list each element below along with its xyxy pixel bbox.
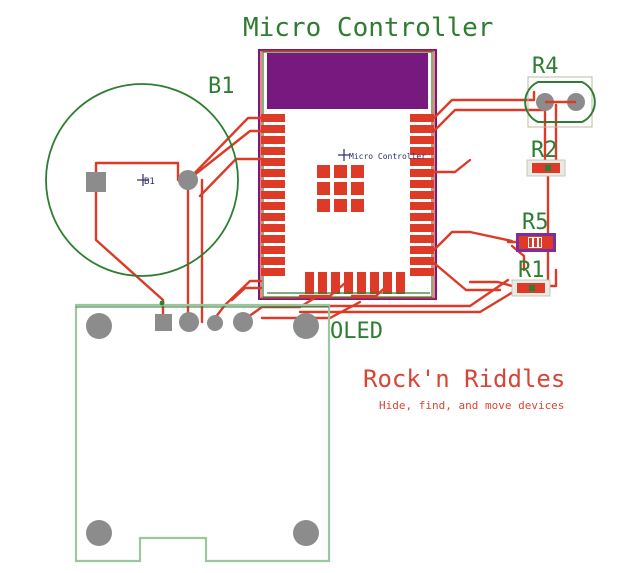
b1-inner-label: B1 xyxy=(144,177,155,187)
mcu-origin-crosshair xyxy=(338,149,350,161)
battery-holder-b1[interactable]: B1 B1 xyxy=(45,74,239,277)
r4-designator-label: R4 xyxy=(532,54,559,79)
oled-mount-hole-tr xyxy=(293,313,319,339)
mcu-right-pad-column xyxy=(410,114,434,276)
mcu-bottom-pad-row xyxy=(305,272,405,294)
b1-designator-label: B1 xyxy=(208,74,235,99)
b1-pad-square xyxy=(86,172,106,192)
mcu-left-pad-column xyxy=(261,114,285,276)
b1-silk-circle xyxy=(45,83,239,277)
component-r5[interactable]: R5 xyxy=(516,210,556,252)
oled-module[interactable]: OLED xyxy=(74,300,383,563)
oled-designator-label: OLED xyxy=(330,319,383,344)
mcu-module[interactable]: Micro Controller xyxy=(258,49,437,300)
r4-courtyard xyxy=(527,76,593,128)
mcu-center-pad-grid xyxy=(317,165,364,212)
oled-mount-hole-br xyxy=(293,520,319,546)
oled-mount-hole-bl xyxy=(86,520,112,546)
brand-title: Rock'n Riddles xyxy=(363,365,565,393)
mcu-courtyard-outline xyxy=(258,49,437,300)
r1-marking xyxy=(529,285,535,291)
oled-pin-1-square xyxy=(155,314,172,331)
component-r1[interactable]: R1 xyxy=(511,258,551,297)
oled-mount-hole-tl xyxy=(86,313,112,339)
oled-pin-4 xyxy=(233,312,253,332)
r2-designator-label: R2 xyxy=(531,138,558,163)
oled-pin-3 xyxy=(207,315,223,331)
board-title: Micro Controller xyxy=(243,13,493,43)
oled-outline xyxy=(74,303,331,563)
mcu-rf-shield xyxy=(267,53,428,109)
mcu-inner-label: Micro Controller xyxy=(349,152,426,161)
brand-subtitle: Hide, find, and move devices xyxy=(379,399,564,412)
b1-origin-crosshair xyxy=(137,174,149,186)
component-r4[interactable]: R4 xyxy=(524,54,596,128)
component-r2[interactable]: R2 xyxy=(526,138,566,177)
r2-marking xyxy=(545,165,551,171)
trace-b1-pos xyxy=(186,116,263,182)
oled-pin-2 xyxy=(179,312,199,332)
r1-designator-label: R1 xyxy=(518,258,545,283)
r5-designator-label: R5 xyxy=(522,210,549,235)
oled-origin-dot xyxy=(159,300,165,306)
b1-pad-round xyxy=(178,170,198,190)
r4-silk-body xyxy=(524,81,596,123)
